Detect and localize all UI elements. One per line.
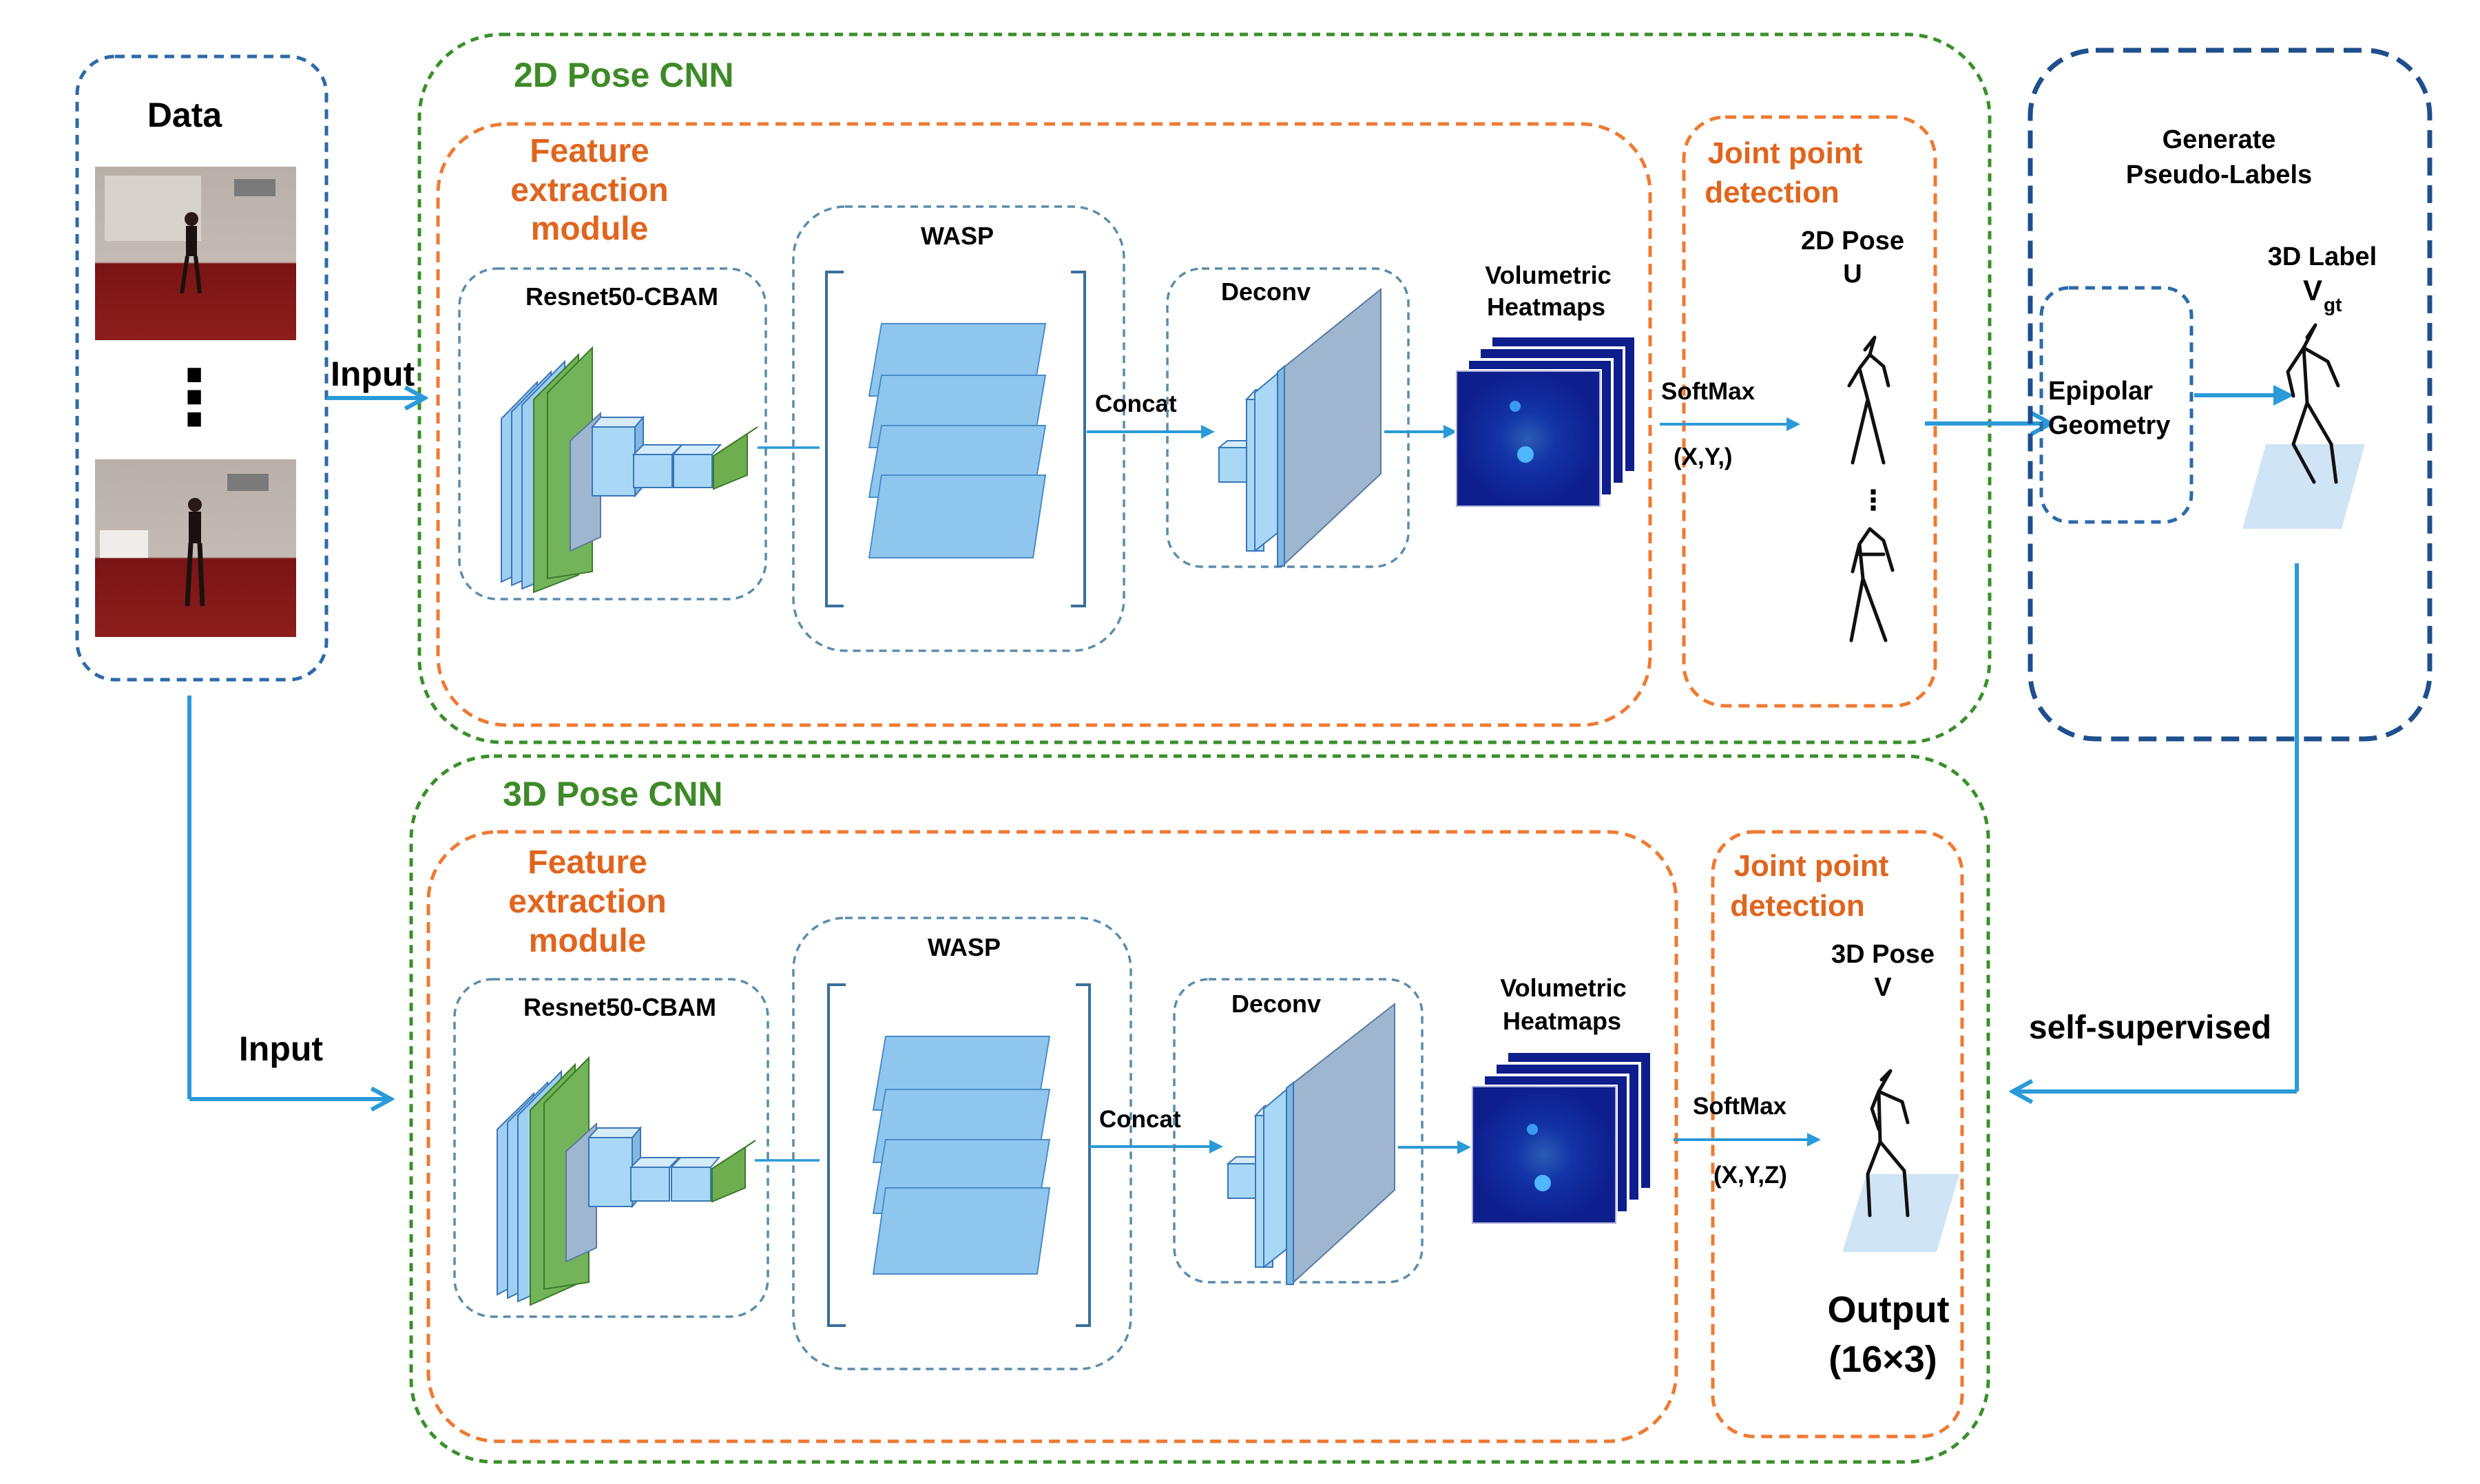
pose3d-deconv-label: Deconv bbox=[1231, 990, 1321, 1018]
pose2d-skeleton-ellipsis: ⋮ bbox=[1859, 485, 1887, 516]
pose2d-deconv-block bbox=[1217, 287, 1382, 568]
self-supervised-label: self-supervised bbox=[2029, 1010, 2271, 1046]
pose2d-feature-title-1: Feature bbox=[530, 133, 649, 169]
pose3d-joint-title-2: detection bbox=[1730, 889, 1865, 923]
pose3d-heatmaps-stack bbox=[1470, 1050, 1653, 1225]
pseudo-title-2: Pseudo-Labels bbox=[2126, 160, 2312, 189]
label3d-title: 3D Label bbox=[2268, 242, 2377, 271]
pose3d-joint-title-1: Joint point bbox=[1734, 849, 1889, 883]
label3d-subscript: gt bbox=[2324, 294, 2342, 315]
pose3d-section: 3D Pose CNN Feature extraction module Re… bbox=[409, 754, 1990, 1464]
pose2d-resnet-block bbox=[501, 346, 758, 594]
pseudo-border bbox=[2028, 48, 2432, 742]
pose2d-section: 2D Pose CNN Feature extraction module Re… bbox=[417, 32, 2049, 744]
pose3d-pose-label-2: V bbox=[1874, 973, 1892, 1002]
pose3d-wasp-label: WASP bbox=[928, 933, 1001, 961]
pose2d-pose-label-2: U bbox=[1843, 260, 1862, 289]
pose3d-pose-label-1: 3D Pose bbox=[1831, 940, 1935, 969]
pose3d-heatmaps-label-2: Heatmaps bbox=[1503, 1007, 1621, 1035]
input-arrows: Input Input bbox=[187, 355, 423, 1099]
pose3d-feature-title-2: extraction bbox=[508, 884, 666, 920]
pose3d-feature-title-1: Feature bbox=[528, 844, 647, 881]
pose2d-concat-label: Concat bbox=[1095, 390, 1177, 417]
pose2d-coords-label: (X,Y,) bbox=[1674, 443, 1733, 470]
data-panel-border bbox=[75, 54, 329, 682]
pose2d-resnet-border bbox=[458, 267, 767, 600]
pose2d-heatmaps-label-2: Heatmaps bbox=[1487, 293, 1605, 321]
pose3d-skeleton bbox=[1842, 1069, 1959, 1252]
output-label-1: Output bbox=[1828, 1289, 1950, 1330]
pose2d-softmax-label: SoftMax bbox=[1661, 378, 1755, 405]
pose2d-feature-title-2: extraction bbox=[510, 172, 668, 209]
pseudo-title-1: Generate bbox=[2163, 125, 2276, 154]
pose3d-resnet-block bbox=[497, 1056, 756, 1306]
pose2d-input-label: Input bbox=[331, 355, 415, 393]
pose3d-feature-border bbox=[426, 830, 1678, 1443]
pose3d-resnet-label: Resnet50-CBAM bbox=[523, 993, 716, 1021]
pose2d-deconv-border bbox=[1166, 267, 1410, 568]
pseudo-section: Generate Pseudo-Labels Epipolar Geometry… bbox=[2014, 48, 2432, 1091]
pose2d-skeleton-2 bbox=[1849, 527, 1895, 642]
pose2d-wasp-border bbox=[792, 205, 1125, 652]
pose2d-resnet-label: Resnet50-CBAM bbox=[525, 282, 718, 311]
pose2d-feature-title-3: module bbox=[531, 211, 649, 247]
pose3d-border bbox=[409, 754, 1990, 1464]
pose2d-joint-title-2: detection bbox=[1705, 176, 1840, 209]
data-panel-title: Data bbox=[147, 96, 223, 134]
pose3d-deconv-block bbox=[1226, 1002, 1395, 1286]
epipolar-label-2: Geometry bbox=[2048, 411, 2170, 440]
pose2d-joint-border bbox=[1682, 115, 1937, 708]
output-label-2: (16×3) bbox=[1828, 1339, 1937, 1380]
label3d-symbol: V bbox=[2303, 274, 2322, 306]
epipolar-label-1: Epipolar bbox=[2048, 377, 2153, 406]
pose3d-heatmaps-label-1: Volumetric bbox=[1500, 974, 1626, 1002]
pose2d-pose-label-1: 2D Pose bbox=[1801, 227, 1904, 255]
pose3d-input-label: Input bbox=[239, 1030, 324, 1068]
pose3d-resnet-border bbox=[453, 978, 769, 1318]
pose2d-title: 2D Pose CNN bbox=[514, 56, 734, 94]
data-image-2 bbox=[95, 459, 296, 637]
pose2d-feature-border bbox=[436, 122, 1652, 727]
pose2d-skeleton-1 bbox=[1847, 335, 1890, 465]
pose3d-joint-border bbox=[1711, 830, 1964, 1439]
pose3d-feature-title-3: module bbox=[529, 923, 647, 959]
pose2d-wasp-block bbox=[825, 271, 1086, 607]
pose2d-heatmaps-stack bbox=[1455, 335, 1637, 508]
pose2d-joint-title-1: Joint point bbox=[1708, 136, 1863, 170]
data-image-1 bbox=[95, 167, 296, 340]
pose3d-concat-label: Concat bbox=[1099, 1106, 1181, 1133]
pose3d-title: 3D Pose CNN bbox=[503, 775, 723, 813]
data-ellipsis: ⋮ bbox=[156, 355, 232, 440]
pose2d-wasp-label: WASP bbox=[921, 222, 994, 250]
pose2d-heatmaps-label-1: Volumetric bbox=[1485, 261, 1611, 289]
pose3d-wasp-border bbox=[792, 917, 1132, 1370]
data-panel: Data ⋮ bbox=[75, 54, 329, 682]
pose3d-wasp-block bbox=[827, 983, 1091, 1327]
pose2d-deconv-label: Deconv bbox=[1221, 278, 1311, 306]
label3d-skeleton bbox=[2242, 323, 2365, 529]
pose3d-softmax-label: SoftMax bbox=[1693, 1093, 1787, 1120]
pose3d-coords-label: (X,Y,Z) bbox=[1713, 1162, 1787, 1189]
